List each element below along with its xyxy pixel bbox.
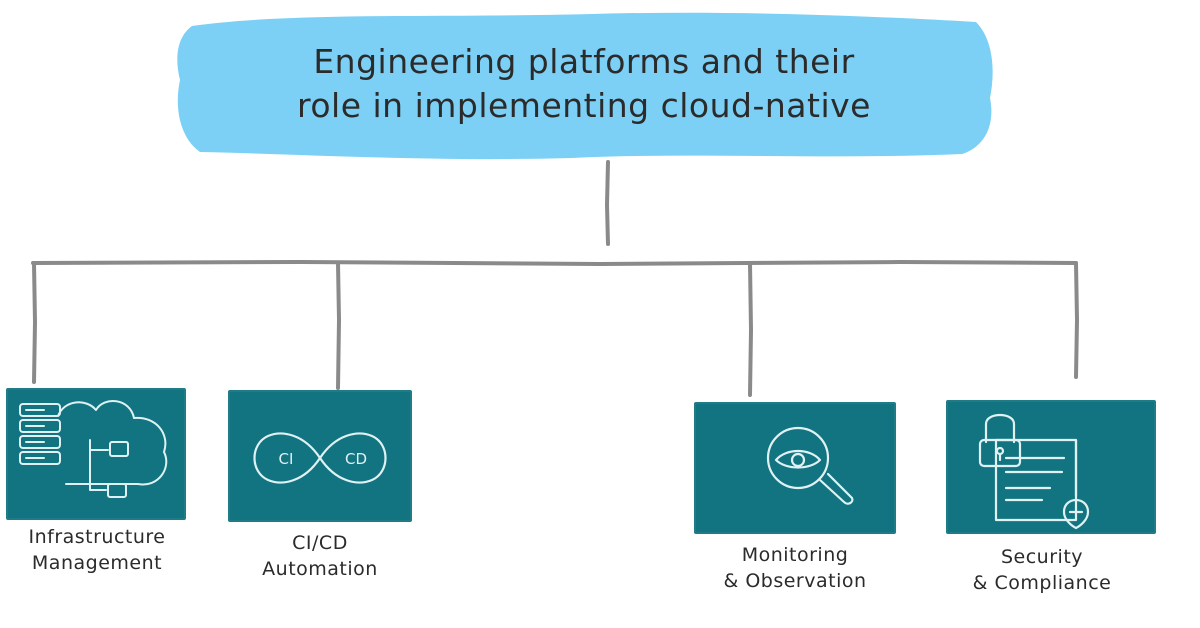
branch-connector-4 <box>1074 261 1080 379</box>
title-line-1: Engineering platforms and their <box>313 42 855 81</box>
node-card-monitoring <box>694 402 896 534</box>
node-label-cicd: CI/CD Automation <box>262 532 378 580</box>
root-connector <box>604 160 610 246</box>
branch-connector-2 <box>336 261 342 390</box>
title-background <box>177 12 993 160</box>
node-card-security <box>946 400 1156 534</box>
server-cloud-icon <box>19 400 168 498</box>
title-line-2: role in implementing cloud-native <box>297 86 871 125</box>
infinity-ci-cd-icon: CI CD <box>253 432 387 484</box>
cd-icon-text: CD <box>345 450 367 468</box>
horizontal-connector <box>31 259 1078 267</box>
magnifier-eye-icon <box>766 426 854 505</box>
node-card-cicd: CI CD <box>228 390 412 522</box>
node-label-infrastructure: Infrastructure Management <box>28 526 166 574</box>
lock-document-shield-icon <box>978 413 1090 530</box>
node-card-infrastructure <box>6 388 186 520</box>
ci-icon-text: CI <box>279 450 294 468</box>
node-label-security: Security & Compliance <box>972 546 1112 594</box>
branch-connector-1 <box>32 261 38 384</box>
diagram-title: Engineering platforms and their role in … <box>172 40 996 128</box>
node-label-monitoring: Monitoring & Observation <box>723 544 867 592</box>
branch-connector-3 <box>748 261 754 397</box>
